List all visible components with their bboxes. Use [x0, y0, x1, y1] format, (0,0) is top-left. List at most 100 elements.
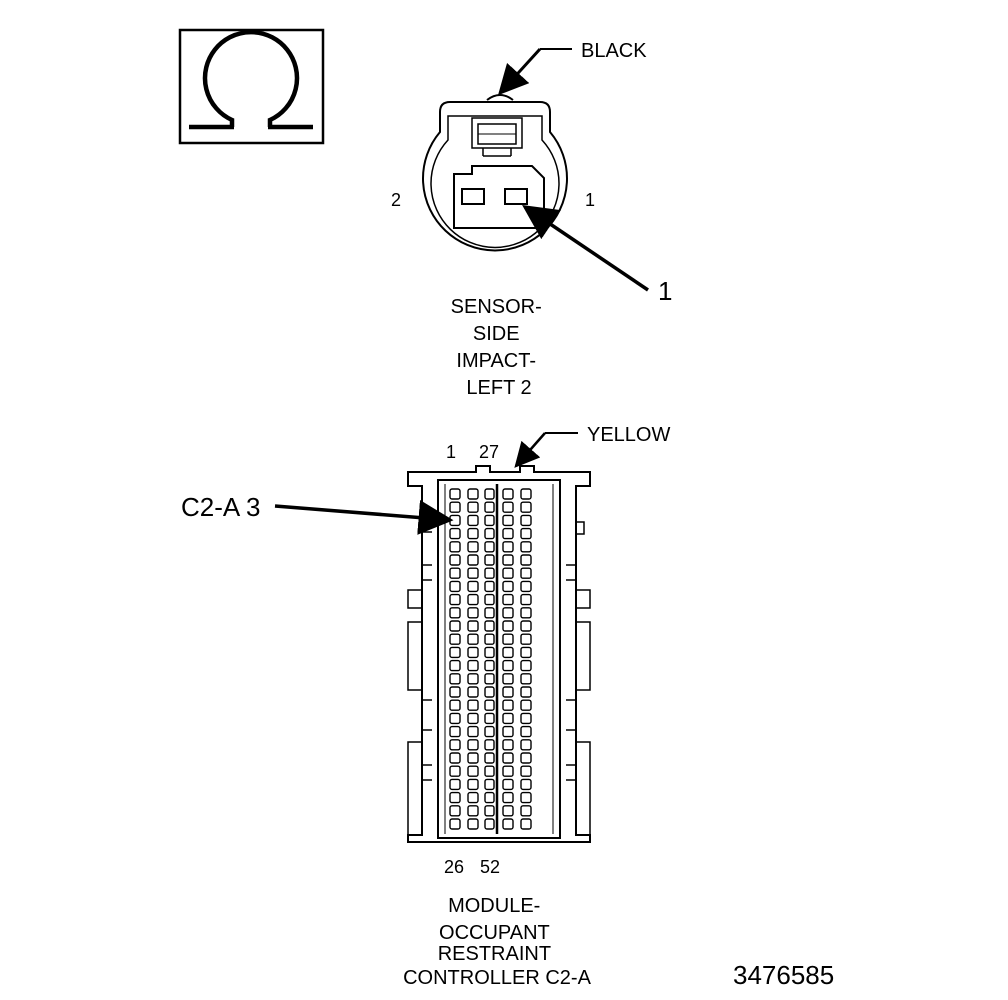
controller-pin-cavity: [467, 752, 479, 764]
controller-pin-cavity: [449, 699, 461, 711]
controller-pin-cavity: [484, 725, 495, 738]
controller-top-pin-label: 27: [479, 442, 499, 462]
sensor-callout-arrow: [522, 205, 649, 292]
controller-pin-cavity: [449, 554, 461, 566]
controller-pin-cavity: [449, 778, 461, 791]
controller-pin-cavity: [467, 699, 479, 711]
controller-pin-cavity: [520, 527, 532, 540]
controller-pin-cavity: [467, 778, 479, 791]
sensor-pin-label-right: 1: [585, 190, 595, 210]
controller-pin-cavity: [520, 673, 532, 685]
controller-name-line: CONTROLLER C2-A: [403, 967, 591, 989]
controller-pin-cavity: [467, 712, 479, 725]
controller-pin-cavity: [520, 699, 532, 711]
controller-pin-cavity: [449, 791, 461, 804]
sensor-name-line: IMPACT-: [456, 350, 536, 372]
controller-pin-cavity: [520, 633, 532, 645]
controller-pin-cavity: [502, 765, 514, 777]
controller-pin-cavity: [484, 514, 495, 527]
controller-pin-cavity: [502, 659, 514, 672]
controller-pin-cavity: [467, 607, 479, 619]
controller-pin-cavity: [502, 501, 514, 513]
controller-pin-cavity: [520, 725, 532, 738]
controller-pin-cavity: [484, 620, 495, 632]
controller-pin-cavity: [449, 580, 461, 593]
controller-pin-cavity: [520, 646, 532, 659]
sensor-pin-2: [461, 188, 485, 205]
controller-pin-cavity: [520, 541, 532, 553]
controller-pin-cavity: [467, 527, 479, 540]
controller-pin-cavity: [467, 554, 479, 566]
controller-pin-cavity: [484, 607, 495, 619]
controller-callout-label: C2-A 3: [181, 492, 261, 522]
controller-pin-cavity: [520, 488, 532, 500]
controller-pin-cavity: [449, 659, 461, 672]
controller-pin-cavity: [520, 659, 532, 672]
figure-number: 3476585: [733, 960, 834, 990]
controller-pin-cavity: [449, 488, 461, 500]
controller-pin-cavity: [467, 567, 479, 579]
sensor-callout-label: 1: [658, 276, 672, 306]
controller-pin-cavity: [467, 514, 479, 527]
controller-pin-cavity: [502, 646, 514, 659]
controller-pin-cavity: [467, 646, 479, 659]
controller-pin-cavity: [467, 501, 479, 513]
controller-pin-cavity: [484, 580, 495, 593]
sensor-connector: [422, 94, 568, 252]
controller-pin-cavity: [484, 673, 495, 685]
controller-pin-cavity: [467, 488, 479, 500]
controller-pin-cavity: [502, 686, 514, 698]
controller-pin-cavity: [467, 765, 479, 777]
controller-pin-cavity: [467, 593, 479, 606]
controller-pin-cavity: [484, 488, 495, 500]
controller-pin-cavity: [449, 514, 461, 527]
controller-pin-cavity: [502, 514, 514, 527]
controller-pin-cavity: [467, 580, 479, 593]
ohm-icon: [189, 29, 313, 130]
controller-pin-cavity: [467, 739, 479, 751]
controller-pin-cavity: [484, 752, 495, 764]
controller-name-line: RESTRAINT: [438, 943, 551, 965]
controller-pin-cavity: [484, 567, 495, 579]
controller-pin-cavity: [449, 805, 461, 817]
controller-pin-cavity: [520, 739, 532, 751]
controller-pin-cavity: [449, 765, 461, 777]
controller-pin-cavity: [467, 818, 479, 830]
controller-pin-cavity: [520, 765, 532, 777]
controller-pin-cavity: [484, 712, 495, 725]
controller-pin-cavity: [449, 818, 461, 830]
controller-pin-cavity: [502, 778, 514, 791]
controller-pin-cavity: [484, 633, 495, 645]
controller-pin-cavity: [467, 620, 479, 632]
controller-pin-cavity: [520, 791, 532, 804]
controller-pin-cavity: [502, 752, 514, 764]
controller-pin-cavity: [502, 554, 514, 566]
controller-pin-cavity: [467, 686, 479, 698]
controller-pin-cavity: [484, 593, 495, 606]
controller-pin-cavity: [449, 501, 461, 513]
controller-pin-cavity: [502, 488, 514, 500]
sensor-name: SENSOR- SIDE IMPACT- LEFT 2: [451, 296, 548, 399]
controller-pin-cavity: [520, 620, 532, 632]
controller-pin-cavity: [449, 739, 461, 751]
controller-pin-cavity: [449, 567, 461, 579]
controller-pin-cavity: [502, 593, 514, 606]
controller-pin-cavity: [484, 765, 495, 777]
controller-name: MODULE- OCCUPANT RESTRAINT CONTROLLER C2…: [403, 895, 591, 989]
controller-pin-cavity: [520, 580, 532, 593]
controller-pin-cavity: [484, 541, 495, 553]
controller-pin-cavity: [484, 818, 495, 830]
controller-pin-cavity: [484, 778, 495, 791]
controller-pin-cavity: [449, 686, 461, 698]
controller-pin-cavity: [502, 791, 514, 804]
sensor-name-line: SENSOR-: [451, 296, 542, 318]
controller-pin-cavity: [502, 818, 514, 830]
controller-pin-cavity: [520, 593, 532, 606]
controller-pin-cavity: [484, 739, 495, 751]
controller-pin-cavity: [502, 541, 514, 553]
controller-pin-cavity: [467, 725, 479, 738]
controller-pin-cavity: [449, 633, 461, 645]
sensor-pin-1: [504, 188, 528, 205]
controller-bottom-pin-label: 52: [480, 857, 500, 877]
controller-pin-cavity: [484, 659, 495, 672]
